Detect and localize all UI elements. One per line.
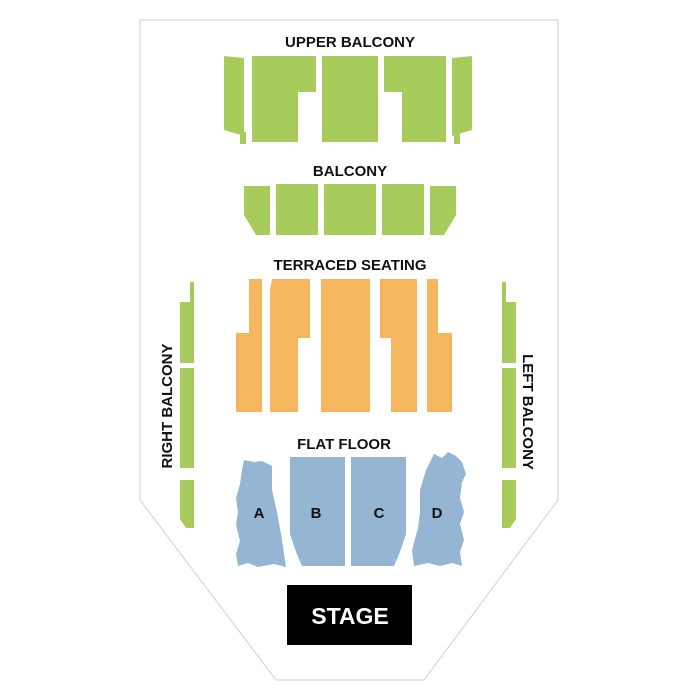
right-balcony-section-3[interactable]	[180, 368, 194, 468]
terraced-seating-group	[236, 279, 452, 412]
upper-balcony-group	[224, 56, 472, 144]
stage	[287, 585, 412, 645]
floor-section-d-label: D	[432, 505, 443, 522]
upper-balcony-section-7[interactable]	[454, 132, 460, 144]
terraced-section-2[interactable]	[270, 279, 310, 412]
upper-balcony-section-1[interactable]	[224, 56, 244, 136]
right-balcony-group	[180, 282, 194, 528]
left-balcony-title: LEFT BALCONY	[519, 354, 536, 470]
right-balcony-section-4[interactable]	[180, 480, 194, 528]
floor-section-b-label: B	[311, 505, 322, 522]
terraced-section-3[interactable]	[321, 279, 370, 412]
balcony-section-3[interactable]	[324, 184, 376, 235]
right-balcony-section-1[interactable]	[190, 282, 194, 302]
left-balcony-section-4[interactable]	[502, 480, 516, 528]
terraced-seating-title: TERRACED SEATING	[273, 257, 426, 274]
balcony-section-5[interactable]	[430, 186, 456, 235]
left-balcony-section-3[interactable]	[502, 368, 516, 468]
flat-floor-group	[236, 452, 466, 567]
floor-section-c-label: C	[374, 505, 385, 522]
balcony-section-1[interactable]	[244, 186, 270, 235]
terraced-section-5[interactable]	[427, 279, 452, 412]
upper-balcony-section-6[interactable]	[452, 56, 472, 136]
floor-section-a-label: A	[254, 505, 265, 522]
balcony-section-4[interactable]	[382, 184, 424, 235]
upper-balcony-title: UPPER BALCONY	[285, 34, 415, 51]
upper-balcony-section-4[interactable]	[322, 56, 378, 142]
right-balcony-section-2[interactable]	[180, 302, 194, 363]
upper-balcony-section-5[interactable]	[384, 56, 446, 142]
balcony-group	[244, 184, 456, 235]
terraced-section-4[interactable]	[380, 279, 417, 412]
balcony-title: BALCONY	[313, 163, 387, 180]
balcony-section-2[interactable]	[276, 184, 318, 235]
upper-balcony-section-3[interactable]	[252, 56, 316, 142]
floor-section-c[interactable]	[351, 457, 406, 566]
floor-section-a[interactable]	[236, 460, 286, 567]
left-balcony-section-2[interactable]	[502, 302, 516, 363]
left-balcony-section-1[interactable]	[502, 282, 506, 302]
right-balcony-title: RIGHT BALCONY	[159, 344, 176, 469]
upper-balcony-section-2[interactable]	[240, 132, 246, 144]
stage-label: STAGE	[311, 603, 389, 629]
floor-section-d[interactable]	[412, 452, 466, 566]
flat-floor-title: FLAT FLOOR	[297, 436, 391, 453]
floor-section-b[interactable]	[290, 457, 345, 566]
terraced-section-1[interactable]	[236, 279, 262, 412]
left-balcony-group	[502, 282, 516, 528]
